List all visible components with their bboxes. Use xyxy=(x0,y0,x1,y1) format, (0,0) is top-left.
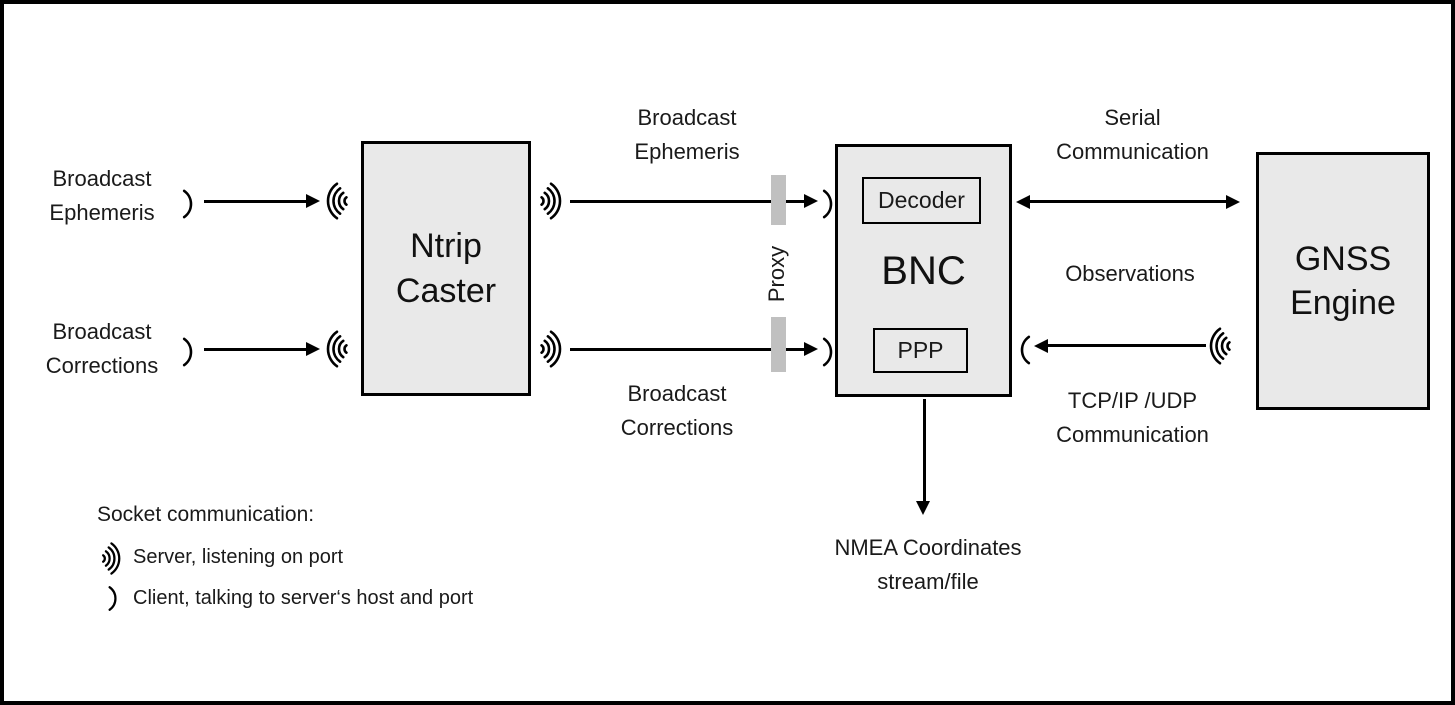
arrow-caster-to-bnc-corrections xyxy=(570,348,804,351)
socket-server-icon xyxy=(1208,326,1234,366)
arrowhead-right-icon xyxy=(1226,195,1240,209)
socket-server-icon xyxy=(325,181,351,221)
legend-title: Socket communication: xyxy=(97,503,315,526)
socket-client-icon xyxy=(819,334,835,370)
decoder-label: Decoder xyxy=(878,187,965,213)
node-bnc: Decoder BNC PPP xyxy=(835,144,1012,397)
arrow-ephemeris-to-caster xyxy=(204,200,306,203)
node-gnss-engine: GNSS Engine xyxy=(1256,152,1430,410)
label-proxy: Proxy xyxy=(764,245,789,303)
arrowhead-right-icon xyxy=(804,342,818,356)
proxy-bar-top xyxy=(771,175,786,225)
label-broadcast-ephemeris-stream: Broadcast Ephemeris xyxy=(634,105,740,165)
arrowhead-right-icon xyxy=(804,194,818,208)
socket-server-icon xyxy=(325,329,351,369)
arrowhead-right-icon xyxy=(306,194,320,208)
arrow-gnss-to-bnc-observations xyxy=(1048,344,1206,347)
node-ntrip-caster: Ntrip Caster xyxy=(361,141,531,396)
socket-client-icon xyxy=(105,583,119,614)
arrowhead-right-icon xyxy=(306,342,320,356)
arrow-serial-bidirectional xyxy=(1030,200,1226,203)
proxy-bar-bottom xyxy=(771,317,786,372)
bnc-decoder-box: Decoder xyxy=(862,177,981,224)
socket-server-icon xyxy=(98,541,123,576)
arrow-caster-to-bnc-ephemeris xyxy=(570,200,804,203)
arrow-bnc-to-nmea xyxy=(923,399,926,501)
label-tcpip-udp-communication: TCP/IP /UDP Communication xyxy=(1056,388,1209,448)
label-serial-communication: Serial Communication xyxy=(1056,105,1209,165)
label-broadcast-corrections-stream: Broadcast Corrections xyxy=(620,381,734,441)
socket-server-icon xyxy=(537,181,563,221)
bnc-label: BNC xyxy=(881,249,966,293)
label-broadcast-ephemeris-source: Broadcast Ephemeris xyxy=(49,166,155,226)
arrowhead-down-icon xyxy=(916,501,930,515)
ppp-label: PPP xyxy=(897,337,944,363)
legend-server-item: Server, listening on port xyxy=(133,546,344,568)
arrowhead-left-icon xyxy=(1034,339,1048,353)
arrowhead-left-icon xyxy=(1016,195,1030,209)
socket-client-icon xyxy=(819,186,835,222)
legend-client-item: Client, talking to server‘s host and por… xyxy=(133,587,474,609)
socket-client-icon xyxy=(1018,332,1034,368)
socket-client-icon xyxy=(179,186,195,222)
label-nmea-output: NMEA Coordinates stream/file xyxy=(834,535,1022,595)
arrow-corrections-to-caster xyxy=(204,348,306,351)
label-broadcast-corrections-source: Broadcast Corrections xyxy=(45,319,159,379)
bnc-ppp-box: PPP xyxy=(873,328,968,373)
label-observations: Observations xyxy=(1065,261,1195,286)
socket-client-icon xyxy=(179,334,195,370)
gnss-engine-label: GNSS Engine xyxy=(1290,239,1396,322)
socket-server-icon xyxy=(537,329,563,369)
ntrip-caster-label: Ntrip Caster xyxy=(395,227,497,310)
